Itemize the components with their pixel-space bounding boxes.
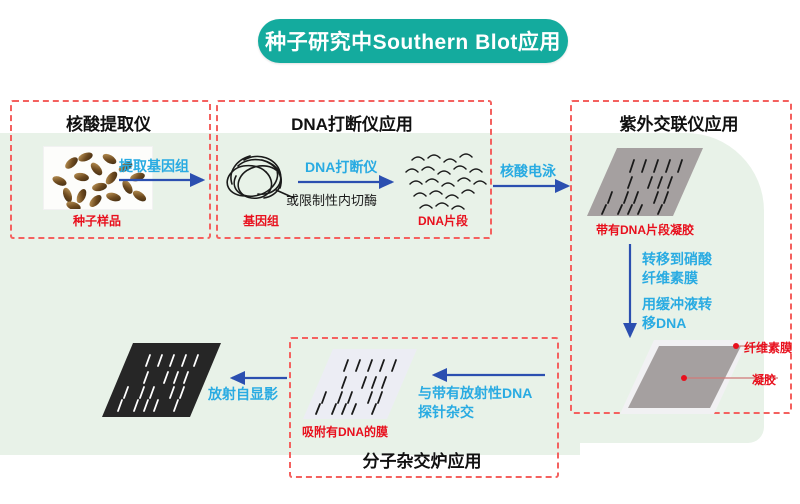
arrow-label-shear-dna: DNA打断仪 — [305, 159, 378, 175]
callout-label-membrane: 纤维素膜 — [744, 341, 793, 355]
callout-label-gel: 凝胶 — [752, 373, 777, 387]
seed-sample-image — [43, 146, 153, 210]
arrow-label-blot-transfer-1: 转移到硝酸 — [642, 251, 712, 267]
caption-dna-membrane: 吸附有DNA的膜 — [302, 425, 388, 439]
section-box-shear — [216, 100, 492, 239]
section-box-extract — [10, 100, 211, 239]
diagram-title-banner: 种子研究中Southern Blot应用 — [258, 19, 568, 63]
arrow-label-extract-genome: 提取基因组 — [119, 158, 189, 174]
arrow-label-hybridize-2: 探针杂交 — [418, 404, 474, 420]
arrow-label-blot-transfer-3: 用缓冲液转 — [642, 296, 712, 312]
callout-dot-membrane — [733, 343, 739, 349]
arrow-label-autoradiography: 放射自显影 — [208, 386, 278, 402]
callout-dot-gel — [681, 375, 687, 381]
section-title-uv: 紫外交联仪应用 — [619, 115, 739, 134]
arrow-label-electrophoresis: 核酸电泳 — [500, 163, 556, 179]
arrow-sublabel-shear-dna: 或限制性内切酶 — [286, 193, 378, 208]
caption-genome: 基因组 — [242, 214, 279, 228]
section-title-shear: DNA打断仪应用 — [291, 115, 413, 134]
caption-seed-sample: 种子样品 — [72, 214, 121, 228]
section-box-hybridization — [289, 337, 559, 478]
caption-gel-with-dna: 带有DNA片段凝胶 — [596, 223, 694, 237]
arrow-label-blot-transfer-4: 移DNA — [642, 315, 687, 331]
section-title-extract: 核酸提取仪 — [66, 115, 151, 134]
section-title-hybridization: 分子杂交炉应用 — [362, 452, 482, 471]
page-title: 种子研究中Southern Blot应用 — [265, 31, 561, 54]
caption-dna-fragments: DNA片段 — [418, 214, 468, 228]
arrow-label-hybridize-1: 与带有放射性DNA — [418, 385, 533, 401]
arrow-label-blot-transfer-2: 纤维素膜 — [642, 270, 698, 286]
